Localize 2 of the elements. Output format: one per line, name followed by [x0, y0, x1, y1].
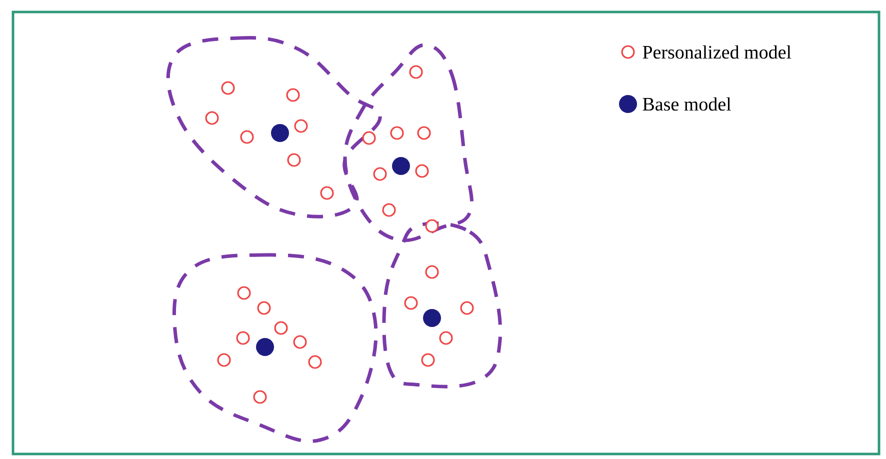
- legend-text: Base model: [642, 97, 731, 111]
- legend-text: Personalized model: [642, 45, 792, 59]
